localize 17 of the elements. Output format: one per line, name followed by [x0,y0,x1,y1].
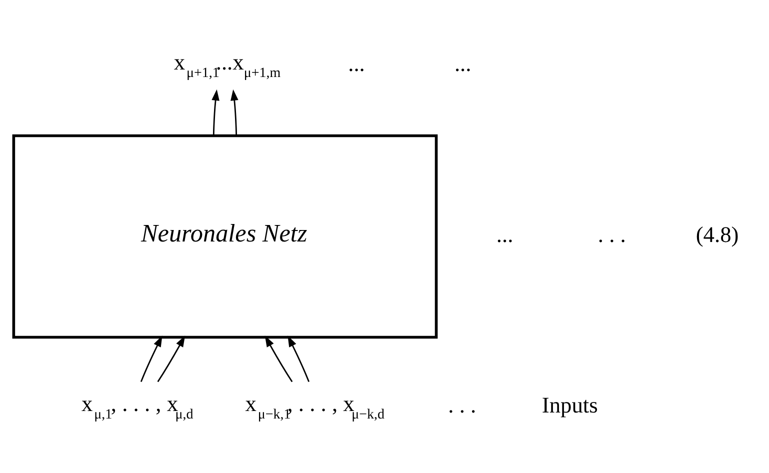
label: ... [348,51,365,76]
label: . . . [448,392,476,418]
label: ... [454,51,472,76]
arrow [264,336,293,382]
label: Inputs [542,392,598,418]
arrow [140,336,162,382]
node-box: Neuronales Netz [12,134,438,339]
node-text: x$_{μ,1}$, . . . , x$_{μ,d}$ [82,391,194,423]
arrow [212,89,220,136]
arrow [288,336,310,382]
node-text: x$_{μ+1,1}$...x$_{μ+1,m}$ [174,50,281,82]
label: ... [496,222,514,247]
arrow [230,89,238,136]
arrow [157,336,186,382]
label: . . . [598,222,626,247]
node-text: x$_{μ−k,1}$, . . . , x$_{μ−k,d}$ [245,391,384,423]
label: (4.8) [696,222,739,247]
